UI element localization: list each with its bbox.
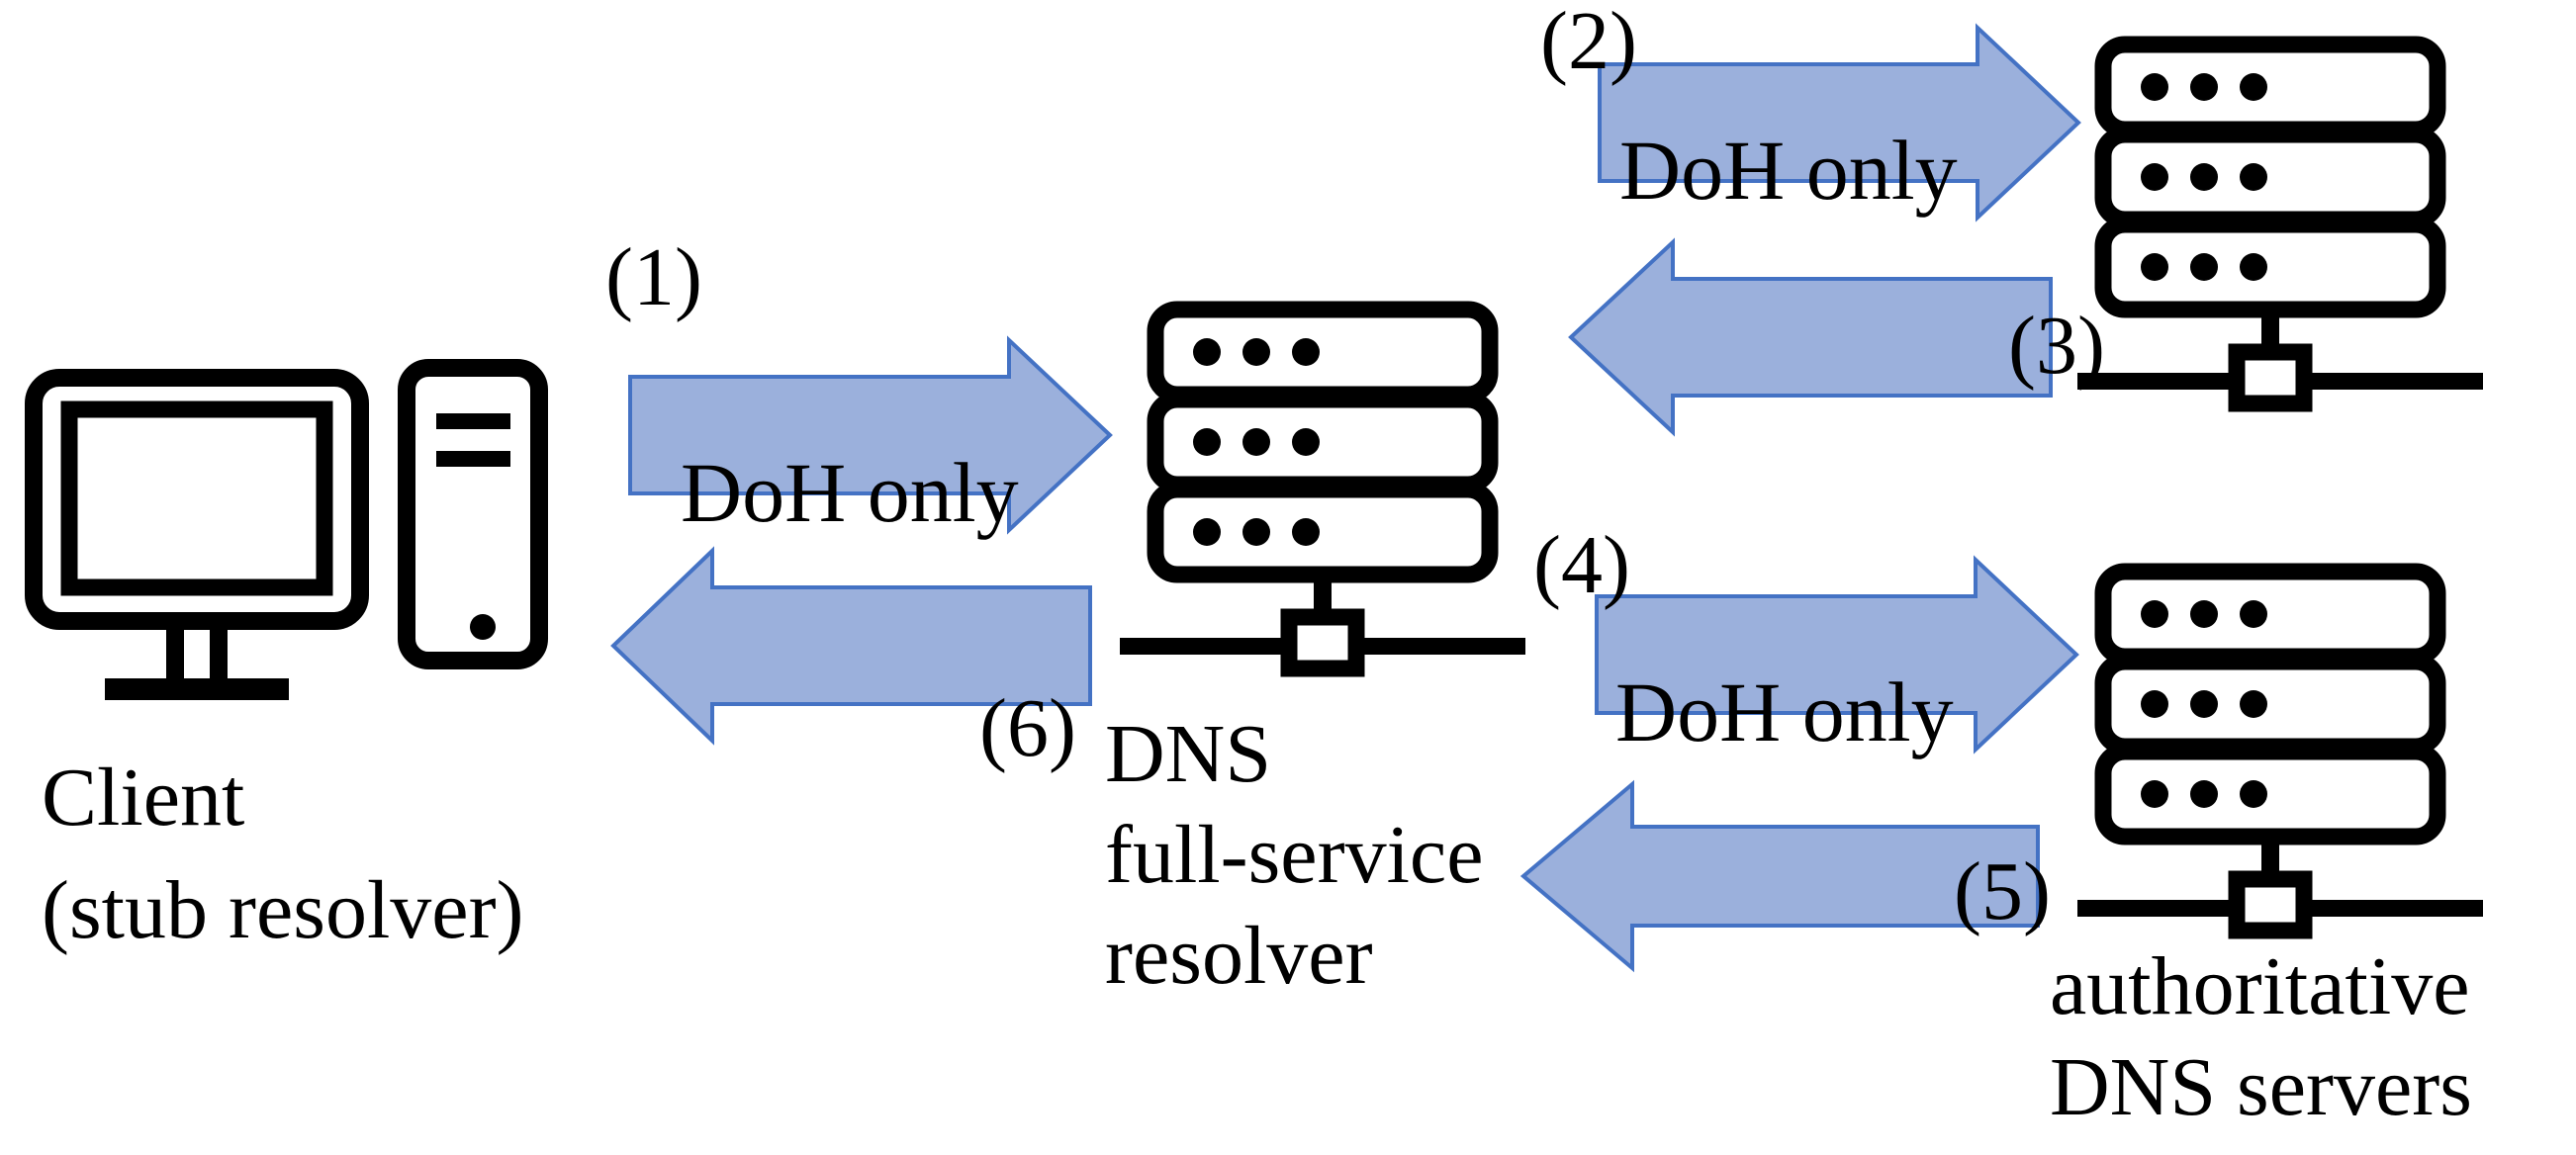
authoritative-label-line-1: authoritative <box>2050 940 2470 1032</box>
protocol-label-resolver-auth-top: DoH only <box>1619 123 1958 218</box>
authoritative-label-line-2: DNS servers <box>2050 1041 2472 1133</box>
client-label-line-2: (stub resolver) <box>42 864 524 956</box>
authoritative-bottom-server-rack-icon <box>2077 563 2483 939</box>
arrow-step-2 <box>1598 23 2081 222</box>
arrow-step-3 <box>1568 237 2053 437</box>
step-label-1: (1) <box>605 231 702 323</box>
protocol-label-resolver-auth-bottom: DoH only <box>1615 665 1954 759</box>
client-tower-icon <box>398 359 548 669</box>
arrow-step-1 <box>628 335 1113 535</box>
resolver-label-line-1: DNS <box>1105 708 1272 800</box>
step-label-4: (4) <box>1533 519 1630 611</box>
arrow-step-4 <box>1595 555 2079 755</box>
step-label-5: (5) <box>1954 845 2051 937</box>
resolver-server-rack-icon <box>1120 301 1525 677</box>
arrow-step-6 <box>610 546 1092 746</box>
step-label-2: (2) <box>1540 0 1637 87</box>
resolver-label-line-3: resolver <box>1105 910 1373 1002</box>
protocol-label-client-resolver: DoH only <box>681 445 1019 540</box>
authoritative-top-server-rack-icon <box>2077 36 2483 412</box>
resolver-label-line-2: full-service <box>1105 809 1484 901</box>
step-label-6: (6) <box>979 682 1076 774</box>
step-label-3: (3) <box>2008 300 2105 392</box>
client-label-line-1: Client <box>42 752 245 844</box>
arrow-step-5 <box>1519 779 2040 973</box>
client-monitor-icon <box>25 369 369 700</box>
